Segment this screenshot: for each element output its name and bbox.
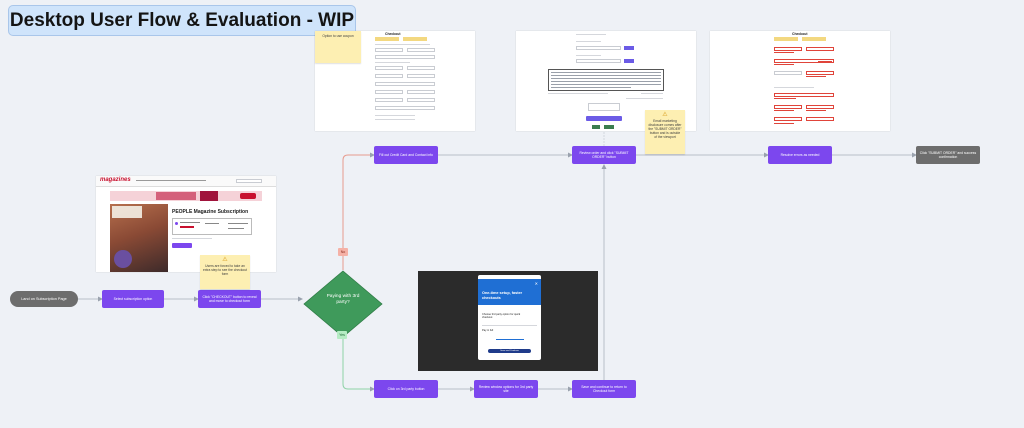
warning-icon: ⚠ <box>662 112 668 118</box>
apply-button[interactable] <box>624 46 634 50</box>
checkout-errors-screen: Checkout <box>710 31 890 131</box>
magazine-cover-image <box>110 204 168 272</box>
modal-close-icon[interactable]: ✕ <box>534 281 538 286</box>
product-title: PEOPLE Magazine Subscription <box>172 209 249 215</box>
subscription-option-card[interactable] <box>172 218 252 235</box>
apply-button[interactable] <box>624 59 634 63</box>
coupon-note-text: Option to use coupon <box>322 34 354 38</box>
end-node[interactable]: Click "SUBMIT ORDER" and success confirm… <box>916 146 980 164</box>
modal-header: One-time setup, faster checkouts ✕ <box>478 279 541 305</box>
form-field[interactable] <box>407 66 435 70</box>
modal-heading: One-time setup, faster checkouts <box>482 291 523 300</box>
coupon-sticky-note: Option to use coupon <box>315 31 361 63</box>
yes-branch-tag: Yes <box>337 331 347 339</box>
form-field[interactable] <box>407 90 435 94</box>
third-party-modal-screenshot: One-time setup, faster checkouts ✕ Choos… <box>418 271 598 371</box>
form-field[interactable] <box>407 98 435 102</box>
start-node[interactable]: Land on Subscription Page <box>10 291 78 307</box>
step-resolve-errors[interactable]: Resolve errors as needed <box>768 146 832 164</box>
step-select-subscription[interactable]: Select subscription option <box>102 290 164 308</box>
email-disclosure-sticky-note: ⚠ Email marketing disclosure comes after… <box>645 110 685 154</box>
decision-node[interactable]: Paying with 3rd party? <box>303 270 383 338</box>
board-title: Desktop User Flow & Evaluation - WIP <box>8 5 356 36</box>
error-field[interactable] <box>774 59 834 63</box>
form-field[interactable] <box>375 90 403 94</box>
disclosure-text-block <box>548 69 664 91</box>
error-field[interactable] <box>806 105 834 109</box>
warning-icon: ⚠ <box>222 257 228 263</box>
form-field[interactable] <box>407 74 435 78</box>
form-field[interactable] <box>375 48 403 52</box>
form-field[interactable] <box>576 46 621 50</box>
form-field[interactable] <box>375 66 403 70</box>
site-search-input[interactable] <box>236 179 262 183</box>
step-save-continue[interactable]: Save and continue to return to Checkout … <box>572 380 636 398</box>
error-field[interactable] <box>774 117 802 121</box>
errors-screen-title: Checkout <box>792 32 808 36</box>
submit-order-button[interactable] <box>586 116 622 121</box>
form-field[interactable] <box>375 55 435 59</box>
third-party-modal: One-time setup, faster checkouts ✕ Choos… <box>478 275 541 360</box>
step-click-3rd-party[interactable]: Click on 3rd party button <box>374 380 438 398</box>
step-review-order[interactable]: Review order and click "SUBMIT ORDER" bu… <box>572 146 636 164</box>
captcha-box[interactable] <box>588 103 620 111</box>
plan-option-box <box>403 37 427 41</box>
form-field[interactable] <box>375 98 403 102</box>
error-field[interactable] <box>806 71 834 75</box>
error-field[interactable] <box>806 117 834 121</box>
error-field[interactable] <box>774 105 802 109</box>
form-field[interactable] <box>576 59 621 63</box>
extra-step-note-text: Users are forced to take an extra step t… <box>203 264 247 277</box>
form-field[interactable] <box>774 71 802 75</box>
form-field[interactable] <box>375 106 435 110</box>
error-field[interactable] <box>774 47 802 51</box>
connector-decision-yes-branch <box>342 338 375 392</box>
plan-option-box <box>375 37 399 41</box>
error-field[interactable] <box>774 93 834 97</box>
step-fill-card-info[interactable]: Fill out Credit Card and Contact info <box>374 146 438 164</box>
email-disclosure-note-text: Email marketing disclosure comes after t… <box>648 119 682 140</box>
checkout-screen-title: Checkout <box>385 32 401 36</box>
step-click-checkout[interactable]: Click "CHECKOUT" button to reveal and mo… <box>198 290 261 308</box>
site-logo: magazines <box>100 177 131 183</box>
form-field[interactable] <box>375 74 403 78</box>
review-order-screen <box>516 31 696 131</box>
step-review-3rd-party-options[interactable]: Review window options for 3rd party site <box>474 380 538 398</box>
modal-save-button[interactable]: Save and Continue <box>488 349 531 353</box>
modal-option-text: Choose 3rd party option for quick checko… <box>482 313 521 320</box>
plan-option-box <box>774 37 798 41</box>
decision-label: Paying with 3rd party? <box>326 294 360 305</box>
promo-banner <box>110 191 262 201</box>
form-field[interactable] <box>407 48 435 52</box>
plan-option-box <box>802 37 826 41</box>
secure-badge <box>604 125 614 129</box>
form-field[interactable] <box>375 82 435 86</box>
site-header: magazines <box>96 176 276 187</box>
modal-option-text: Pay in full <box>482 329 494 332</box>
checkout-button[interactable] <box>172 243 192 248</box>
error-field[interactable] <box>806 47 834 51</box>
no-branch-tag: No <box>338 248 348 256</box>
modal-option-item[interactable]: Pay in full <box>482 329 530 332</box>
secure-badge <box>592 125 600 129</box>
extra-step-sticky-note: ⚠ Users are forced to take an extra step… <box>200 255 250 289</box>
modal-option-item[interactable]: Choose 3rd party option for quick checko… <box>482 313 530 320</box>
